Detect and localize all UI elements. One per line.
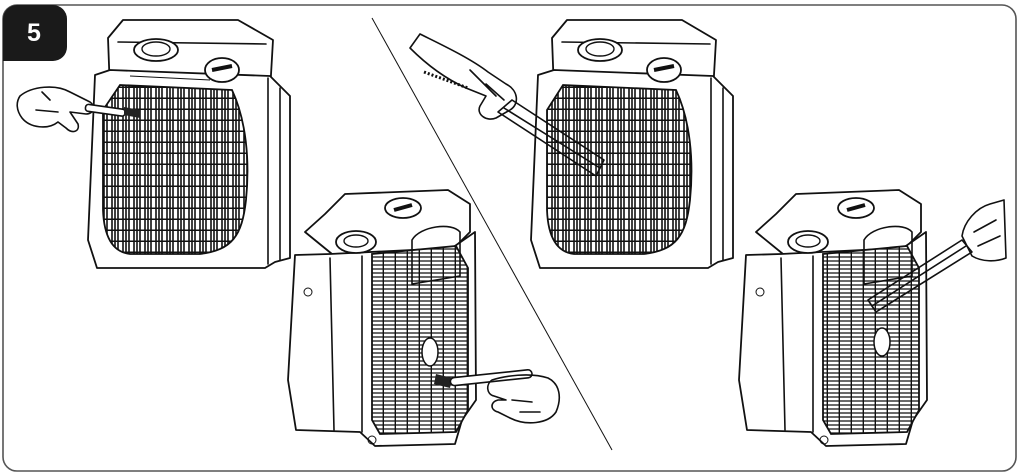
step-number: 5 [27, 19, 41, 47]
front-grill [102, 84, 249, 255]
step-badge: 5 [3, 5, 67, 61]
back-heater-right [738, 189, 928, 447]
hand-brush-left [16, 86, 140, 133]
back-knob-large-right [787, 230, 829, 254]
back-grill [371, 245, 469, 435]
mode-knob [204, 57, 240, 83]
back-knob-small-right [837, 197, 875, 219]
back-heater-left [287, 189, 477, 447]
front-heater-left [87, 19, 291, 269]
hand-brush-left-back [434, 369, 561, 424]
vacuum-nozzle-front [409, 33, 605, 177]
back-knob-large [335, 230, 377, 254]
panel-divider [371, 17, 613, 451]
temperature-knob-right [577, 38, 623, 62]
back-knob-small [384, 197, 422, 219]
mode-knob-right [646, 57, 682, 83]
vacuum-nozzle-back [867, 199, 1007, 313]
temperature-knob [133, 38, 179, 62]
back-grill-right [822, 245, 920, 435]
front-heater-right [530, 19, 734, 269]
front-grill-right [546, 84, 693, 255]
